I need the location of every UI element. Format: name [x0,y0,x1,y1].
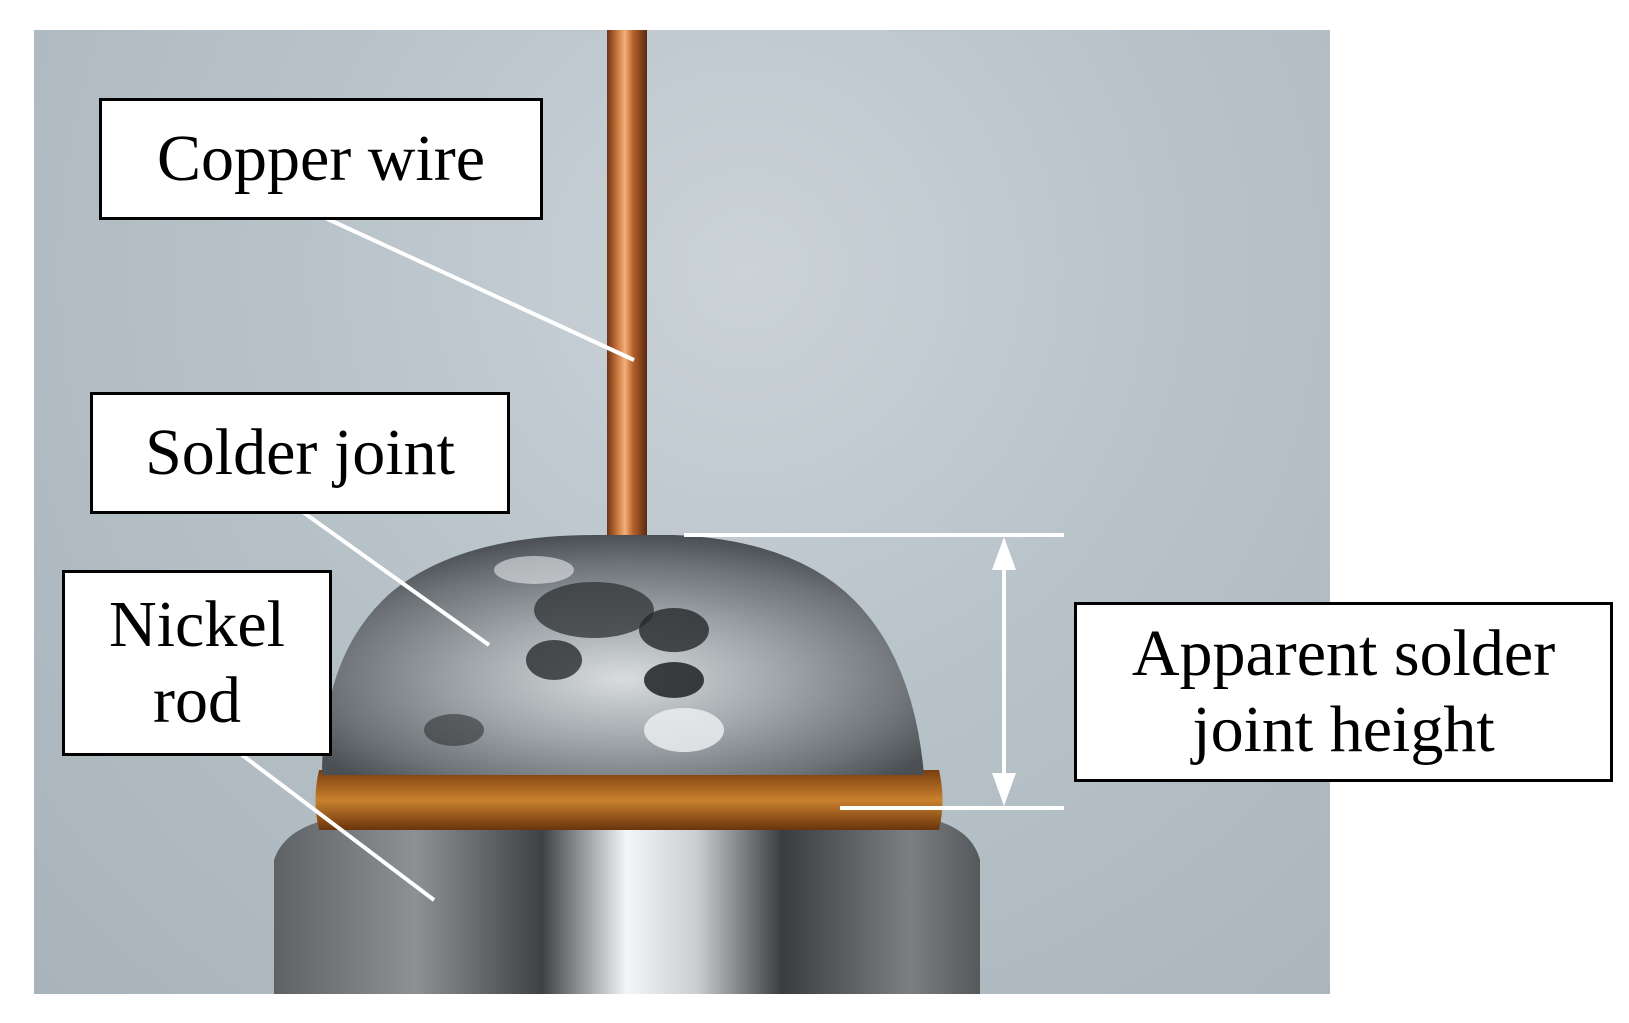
apparent-height-label-line2: joint height [1192,693,1495,766]
height-arrow-up [992,537,1016,570]
copper-wire-label: Copper wire [99,98,543,220]
solder-joint-label: Solder joint [90,392,510,514]
copper-leader-line [318,213,635,362]
nickel-rod-label: Nickel rod [62,570,332,756]
apparent-height-label: Apparent solder joint height [1074,602,1613,782]
nickel-rod-label-line2: rod [153,664,241,737]
flux-band-shape [315,770,943,830]
highlight-spot [494,556,574,584]
micrograph-drawing [207,30,1064,994]
nickel-rod-shape [274,820,980,994]
copper-wire-shape [607,30,647,550]
nickel-rod-label-line1: Nickel [109,588,285,661]
residue-spot [534,582,654,638]
solder-dome-shape [322,535,924,775]
residue-spot [424,714,484,746]
apparent-height-label-line1: Apparent solder [1131,617,1556,690]
solder-leader-line [277,493,491,647]
residue-spot [644,662,704,698]
height-arrow-down [992,773,1016,806]
nickel-leader-line [207,728,436,902]
copper-wire-label-text: Copper wire [156,122,486,195]
solder-joint-label-text: Solder joint [145,416,455,489]
residue-spot [526,640,582,680]
residue-spot [639,608,709,652]
highlight-spot [644,708,724,752]
